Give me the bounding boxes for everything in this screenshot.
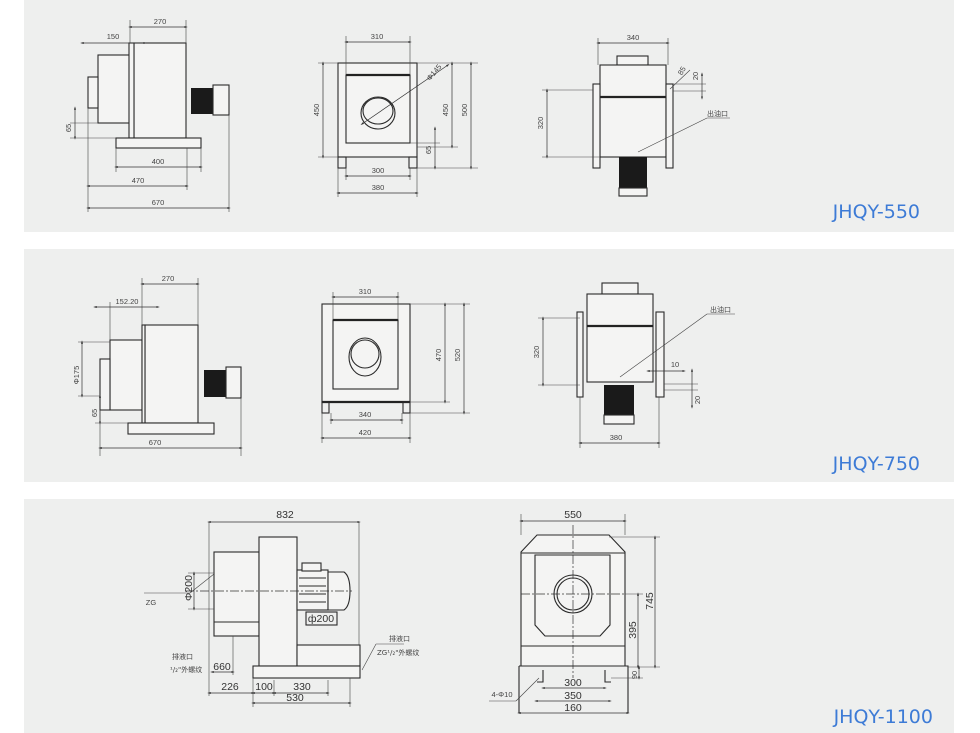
dim-832: 832 <box>276 509 294 521</box>
panel-jhqy-550: 270 150 65 400 470 670 310 Φ145 450 450 <box>24 0 954 232</box>
dim-520: 520 <box>453 349 462 362</box>
dim-100: 100 <box>255 681 273 693</box>
drain-left-thread: ¹/₂"外螺纹 <box>170 665 202 674</box>
dim-65: 65 <box>64 124 73 132</box>
dim-670: 670 <box>152 198 165 207</box>
dim-470: 470 <box>434 349 443 362</box>
dim-20: 20 <box>691 72 700 80</box>
dim-500: 500 <box>460 104 469 117</box>
dim-300: 300 <box>372 166 385 175</box>
dim-outlet-diameter-200: ф200 <box>308 613 334 625</box>
model-title: JHQY-750 <box>832 453 920 475</box>
dim-65: 65 <box>90 409 99 417</box>
dim-530: 530 <box>286 692 304 704</box>
dim-660: 660 <box>213 661 231 673</box>
motor-icon <box>619 157 647 193</box>
dim-160: 160 <box>564 702 582 714</box>
front-view: 550 745 395 90 300 350 160 4-Φ10 <box>489 509 660 715</box>
dim-diameter-175: Φ175 <box>72 366 81 385</box>
dim-670: 670 <box>149 438 162 447</box>
side-view: 270 150 65 400 470 670 <box>64 17 231 212</box>
motor-icon <box>191 88 213 114</box>
motor-icon <box>204 370 226 397</box>
dim-745: 745 <box>644 592 656 610</box>
dim-350: 350 <box>564 690 582 702</box>
dim-310: 310 <box>371 32 384 41</box>
panel-jhqy-750: 270 152.20 Φ175 65 670 310 470 520 340 <box>24 249 954 482</box>
dim-270: 270 <box>154 17 167 26</box>
drain-left-label: 排液口 <box>172 652 193 661</box>
rear-view: 320 10 20 380 出油口 <box>532 282 735 448</box>
dim-450-left: 450 <box>312 104 321 117</box>
front-view: 310 470 520 340 420 <box>320 287 470 443</box>
dim-300: 300 <box>564 677 582 689</box>
dim-10: 10 <box>671 360 679 369</box>
side-view: Φ200 ZG ф200 排液口 ¹/₂"外螺纹 660 226 100 330… <box>144 509 419 707</box>
dim-420: 420 <box>359 428 372 437</box>
dim-226: 226 <box>221 681 239 693</box>
motor-fins-icon <box>299 577 326 603</box>
dim-450-right: 450 <box>441 104 450 117</box>
motor-icon <box>604 385 634 417</box>
dim-310: 310 <box>359 287 372 296</box>
dim-550: 550 <box>564 509 582 521</box>
dim-90: 90 <box>630 671 639 679</box>
oil-outlet-label: 出油口 <box>707 109 728 118</box>
dim-330: 330 <box>293 681 311 693</box>
dim-400: 400 <box>152 157 165 166</box>
dim-152-20: 152.20 <box>116 297 139 306</box>
dim-20: 20 <box>693 396 702 404</box>
dim-320: 320 <box>536 117 545 130</box>
dim-85: 85 <box>676 65 688 77</box>
side-view: 270 152.20 Φ175 65 670 <box>72 274 243 456</box>
mounting-holes-label: 4-Φ10 <box>492 690 513 699</box>
dim-395: 395 <box>627 621 639 639</box>
drain-right-thread: ZG¹/₂"外螺纹 <box>377 648 419 657</box>
panel-jhqy-1100: Φ200 ZG ф200 排液口 ¹/₂"外螺纹 660 226 100 330… <box>24 499 954 733</box>
dim-340: 340 <box>359 410 372 419</box>
dim-470: 470 <box>132 176 145 185</box>
front-view: 310 Φ145 450 450 500 65 300 380 <box>312 32 478 197</box>
drain-right-label: 排液口 <box>389 634 410 643</box>
dim-65-front: 65 <box>424 146 433 154</box>
dim-270: 270 <box>162 274 175 283</box>
dim-150: 150 <box>107 32 120 41</box>
dim-380: 380 <box>610 433 623 442</box>
dim-380: 380 <box>372 183 385 192</box>
dim-320: 320 <box>532 346 541 359</box>
rear-view: 340 320 85 20 出油口 <box>536 33 730 197</box>
model-title: JHQY-1100 <box>833 706 933 728</box>
dim-340: 340 <box>627 33 640 42</box>
dim-inlet-diameter-200: Φ200 <box>183 575 195 601</box>
oil-outlet-label: 出油口 <box>710 305 731 314</box>
model-title: JHQY-550 <box>832 201 920 223</box>
zg-label: ZG <box>146 598 157 607</box>
